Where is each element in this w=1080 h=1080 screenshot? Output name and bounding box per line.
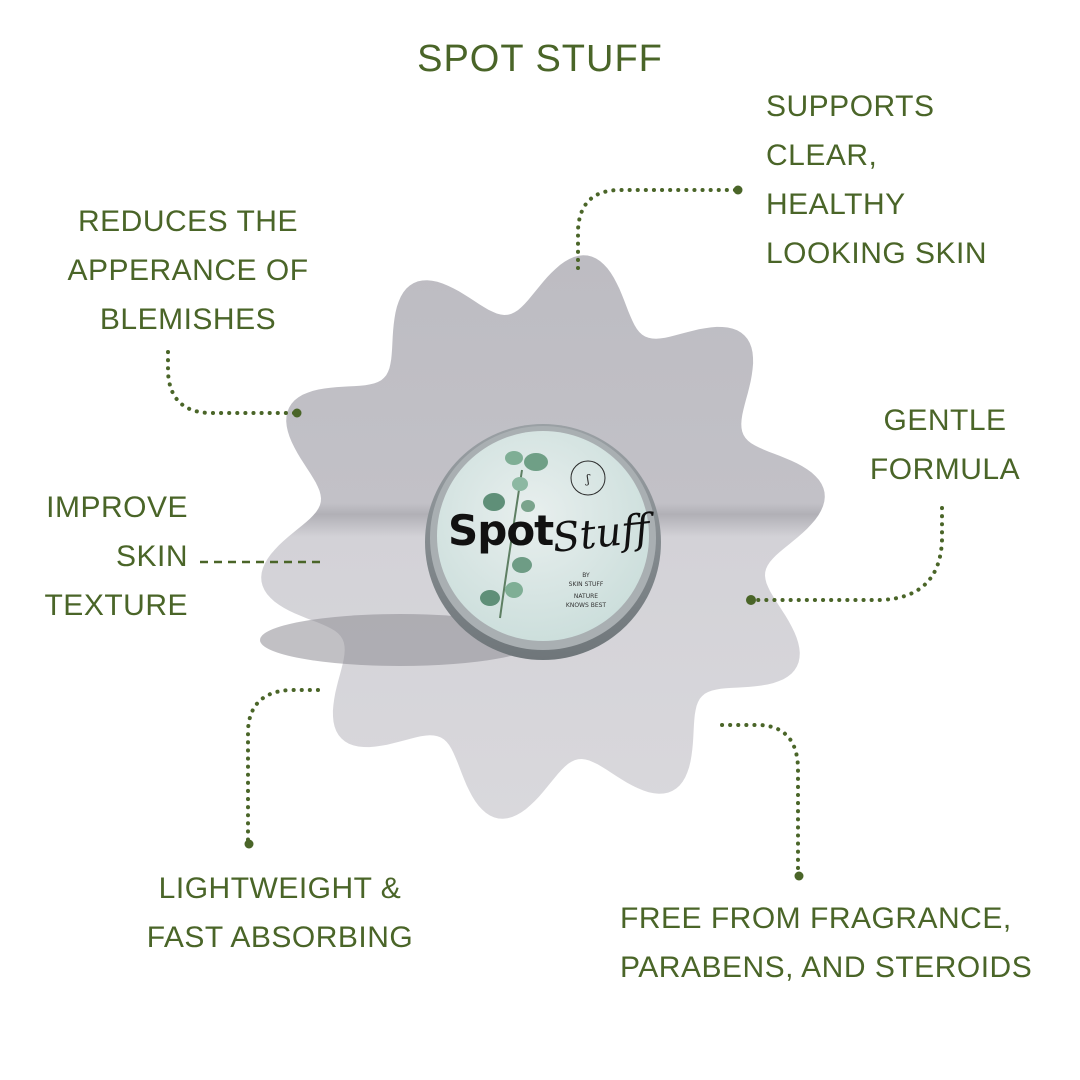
brand-stuff: Stuff [550, 505, 658, 562]
page-title: SPOT STUFF [417, 38, 663, 80]
eucalyptus-leaf-icon [480, 451, 548, 619]
maker-name: SKIN STUFF [569, 581, 604, 588]
by-line: BY [582, 572, 590, 579]
product-tin: ʃ Spot Stuff BY SKIN STUFF NATURE KNOWS … [425, 424, 661, 660]
feature-improve-texture: IMPROVE SKIN TEXTURE [44, 491, 188, 622]
feature-gentle-formula: GENTLE FORMULA [869, 404, 1021, 486]
tagline-1: NATURE [574, 593, 598, 600]
brand-spot: Spot [448, 506, 554, 555]
feature-lightweight: LIGHTWEIGHT & FAST ABSORBING [146, 872, 414, 954]
connector-reduces [166, 350, 298, 415]
connector-supports [576, 188, 737, 270]
connector-lightweight [246, 688, 320, 844]
feature-supports-skin: SUPPORTS CLEAR, HEALTHY LOOKING SKIN [766, 90, 988, 270]
connector-free [720, 723, 800, 877]
circular-seal-icon: ʃ [570, 460, 606, 496]
connector-dots [244, 185, 804, 881]
tagline-2: KNOWS BEST [566, 602, 607, 609]
connectors [166, 188, 944, 877]
connector-gentle [750, 506, 944, 602]
feature-reduces-blemishes: REDUCES THE APPERANCE OF BLEMISHES [67, 205, 309, 336]
feature-free-from: FREE FROM FRAGRANCE, PARABENS, AND STERO… [620, 902, 1033, 984]
svg-text:ʃ: ʃ [584, 472, 590, 486]
